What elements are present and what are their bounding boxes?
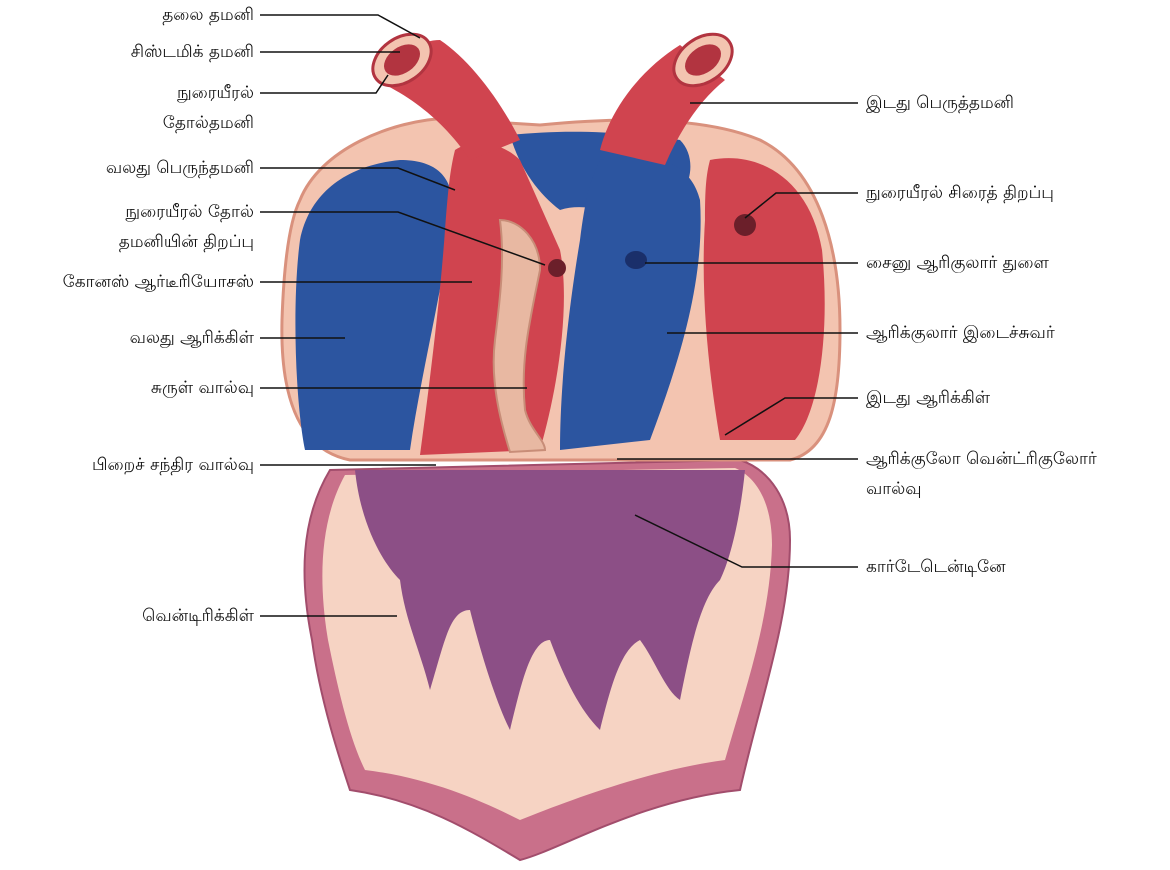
label-ventricle: வென்டிரிக்கிள்: [142, 603, 254, 629]
label-left-aorta: இடது பெருத்தமனி: [866, 90, 1014, 116]
label-semilunar-valve: பிறைச் சந்திர வால்வு: [92, 452, 254, 478]
label-pulmocutaneous-opening-line2: தமனியின் திறப்பு: [119, 229, 254, 255]
pulmocutaneous-opening-mark: [548, 259, 566, 277]
label-pulmocutaneous-opening-line1: நுரையீரல் தோல்: [125, 199, 254, 225]
label-left-atrium: இடது ஆரிக்கிள்: [866, 385, 990, 411]
label-chordae-tendineae: கார்டேடென்டினே: [866, 554, 1006, 580]
label-right-aorta: வலது பெருந்தமனி: [106, 155, 254, 181]
label-sinu-auricular-aperture: சைனு ஆரிகுலார் துளை: [866, 250, 1049, 276]
label-av-valve-line1: ஆரிக்குலோ வென்ட்ரிகுலோர்: [866, 446, 1097, 472]
label-pulmocutaneous-artery-line2: தோல்தமனி: [163, 110, 254, 136]
label-interatrial-septum: ஆரிக்குலார் இடைச்சுவர்: [866, 320, 1055, 346]
leader-head-artery: [260, 15, 420, 38]
leader-pulmocutaneous-artery: [260, 75, 388, 93]
label-conus-arteriosus: கோனஸ் ஆர்டீரியோசஸ்: [63, 269, 254, 295]
label-pulmonary-vein-opening: நுரையீரல் சிரைத் திறப்பு: [866, 180, 1054, 206]
sinu-auricular-aperture-mark: [625, 251, 647, 269]
label-right-atrium: வலது ஆரிக்கிள்: [130, 325, 254, 351]
label-pulmocutaneous-artery-line1: நுரையீரல்: [177, 80, 254, 106]
label-head-artery: தலை தமனி: [162, 2, 254, 28]
label-systemic-artery: சிஸ்டமிக் தமனி: [131, 39, 254, 65]
label-spiral-valve: சுருள் வால்வு: [151, 375, 254, 401]
label-av-valve-line2: வால்வு: [866, 476, 922, 502]
